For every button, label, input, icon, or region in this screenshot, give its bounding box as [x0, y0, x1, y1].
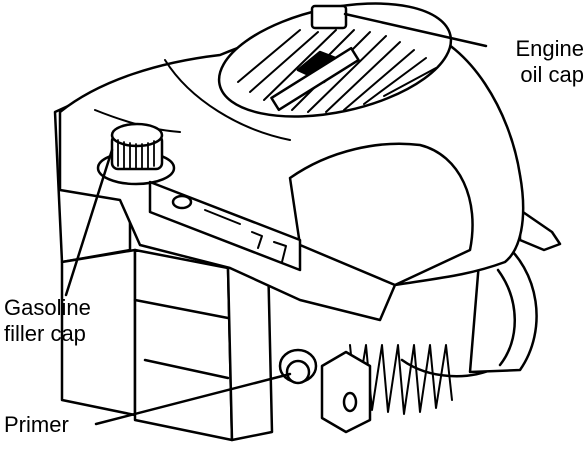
- carb-block: [133, 248, 234, 442]
- callout-engine-oil-cap: Engine oil cap: [488, 36, 584, 88]
- primer-leader: [94, 372, 292, 426]
- flywheel-side: [468, 238, 538, 374]
- brand-plate: [270, 46, 360, 112]
- carb-divider-2: [143, 358, 230, 380]
- oil-cap: [310, 4, 348, 30]
- callout-primer-line1: Primer: [4, 412, 69, 437]
- filler-cap-top: [110, 122, 164, 148]
- front-panel: [288, 142, 474, 287]
- callout-primer: Primer: [4, 412, 69, 438]
- panel-swoop: [164, 59, 291, 141]
- spark-plug-hole: [342, 391, 358, 413]
- callout-engine-oil-cap-line1: Engine: [515, 36, 584, 61]
- control-knob: [171, 194, 193, 210]
- deck-plate: [518, 208, 562, 252]
- filler-cap-leader: [64, 148, 114, 297]
- carb-divider: [133, 298, 230, 320]
- control-slot-2: [251, 231, 263, 249]
- flywheel-ring: [496, 268, 516, 367]
- callout-engine-oil-cap-line2: oil cap: [520, 62, 584, 87]
- callout-gasoline-filler-cap-line2: filler cap: [4, 321, 86, 346]
- control-slot-3: [273, 241, 287, 263]
- oil-cap-leader: [343, 12, 488, 48]
- callout-gasoline-filler-cap: Gasoline filler cap: [4, 295, 91, 347]
- spark-plug-boot: [320, 350, 372, 434]
- control-slot: [204, 209, 241, 225]
- primer-bulb: [285, 359, 311, 385]
- callout-gasoline-filler-cap-line1: Gasoline: [4, 295, 91, 320]
- cooling-fins: [349, 344, 453, 415]
- filler-cap-knurl: [117, 139, 155, 170]
